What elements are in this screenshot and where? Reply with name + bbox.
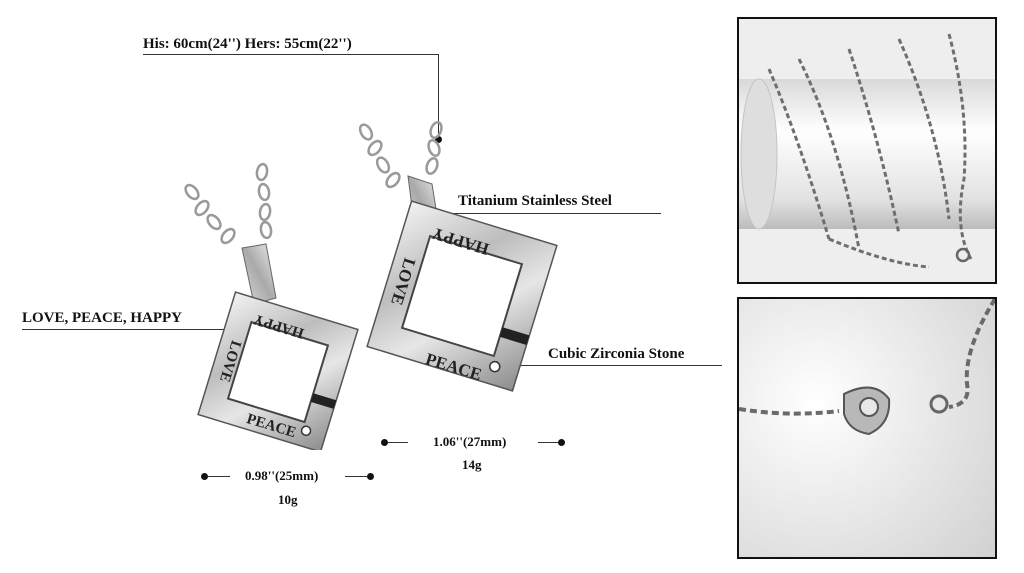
engraving-leader: [22, 329, 238, 330]
hers-size-label: 0.98''(25mm): [245, 468, 319, 483]
pendant-hers: [197, 291, 359, 450]
couple-pendants-image: HAPPY LOVE PEACE HAPPY LOVE PEACE: [184, 121, 558, 450]
chain-length-leader-v: [438, 54, 439, 138]
hers-size-line-left: [208, 476, 230, 477]
stone-leader: [514, 365, 722, 366]
chain-length-label: His: 60cm(24'') Hers: 55cm(22''): [143, 36, 352, 52]
pendant-his: [366, 200, 558, 392]
chain-his: [358, 121, 443, 189]
material-leader: [441, 213, 661, 214]
his-size-label: 1.06''(27mm): [433, 434, 507, 449]
hers-weight-label: 10g: [278, 492, 298, 507]
hers-size-line-right: [345, 476, 367, 477]
his-size-dot-left: [381, 439, 388, 446]
bail-hers: [241, 243, 277, 305]
chain-hers: [184, 162, 273, 245]
his-size-line-left: [388, 442, 408, 443]
his-size-dot-right: [558, 439, 565, 446]
chain-wrap-photo: [737, 17, 997, 284]
chain-length-dot: [435, 136, 442, 143]
engraving-label: LOVE, PEACE, HAPPY: [22, 310, 183, 326]
his-weight-label: 14g: [462, 457, 482, 472]
clasp-closeup-photo: [737, 297, 997, 559]
chain-length-leader-h: [143, 54, 439, 55]
material-label: Titanium Stainless Steel: [458, 193, 612, 209]
his-size-line-right: [538, 442, 558, 443]
hers-size-dot-left: [201, 473, 208, 480]
hers-size-dot-right: [367, 473, 374, 480]
stone-label: Cubic Zirconia Stone: [548, 346, 685, 362]
